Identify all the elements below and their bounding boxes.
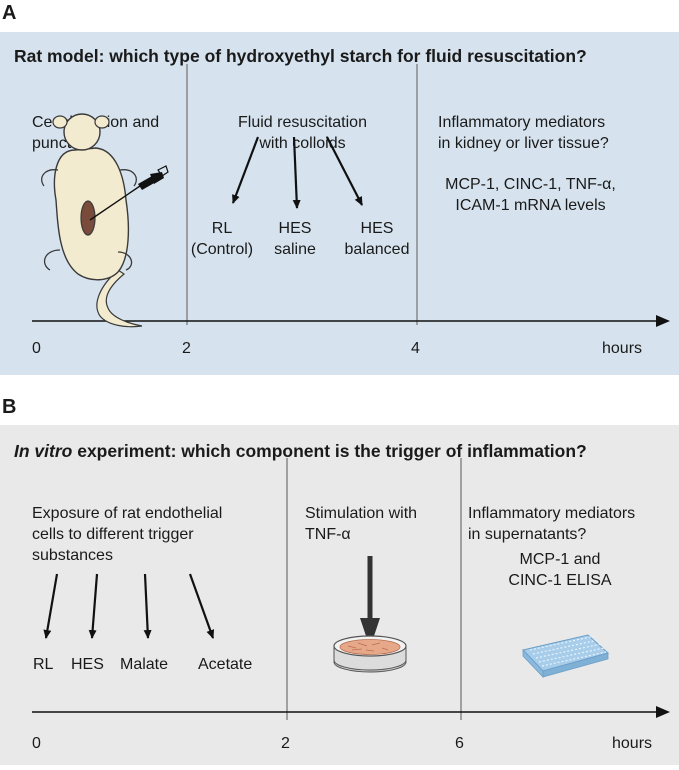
- panel-a-phase3-label: Inflammatory mediators in kidney or live…: [438, 114, 609, 152]
- panel-b-title-rest: experiment: which component is the trigg…: [72, 441, 587, 461]
- panel-a-phase2-label: Fluid resuscitation with colloids: [238, 114, 367, 152]
- axis-b-unit: hours: [612, 735, 653, 752]
- panel-a-letter: A: [2, 2, 17, 24]
- panel-b-letter: B: [2, 396, 17, 418]
- panel-b-phase2-label: Stimulation with TNF-α: [305, 505, 418, 543]
- mediators-mrna-label: MCP-1, CINC-1, TNF-α, ICAM-1 mRNA levels: [445, 176, 616, 214]
- panel-a-title: Rat model: which type of hydroxyethyl st…: [14, 46, 587, 66]
- substance-hes-label: HES: [71, 656, 104, 673]
- tick-a-2: 2: [182, 340, 191, 357]
- substance-acetate-label: Acetate: [198, 656, 253, 673]
- group-hes-balanced-label: HES balanced: [344, 220, 410, 258]
- tick-b-6: 6: [455, 735, 464, 752]
- panel-a-phase1-label: Cecal ligation and puncture: [32, 114, 160, 152]
- panel-b-phase3-label: Inflammatory mediators in supernatants?: [468, 505, 636, 543]
- group-rl-label: RL (Control): [190, 220, 254, 258]
- group-hes-saline-label: HES saline: [274, 220, 316, 258]
- panel-a: Rat model: which type of hydroxyethyl st…: [0, 32, 679, 375]
- tick-b-0: 0: [32, 735, 41, 752]
- panel-b-title-italic: In vitro: [14, 441, 73, 461]
- panel-b: In vitro experiment: which component is …: [0, 425, 679, 765]
- tick-b-2: 2: [281, 735, 290, 752]
- substance-rl-label: RL: [33, 656, 54, 673]
- axis-a-unit: hours: [602, 340, 643, 357]
- substance-malate-label: Malate: [120, 656, 169, 673]
- tick-a-0: 0: [32, 340, 41, 357]
- elisa-label: MCP-1 and CINC-1 ELISA: [508, 551, 612, 589]
- tick-a-4: 4: [411, 340, 420, 357]
- panel-b-title: In vitro experiment: which component is …: [14, 441, 587, 462]
- panel-b-phase1-label: Exposure of rat endothelial cells to dif…: [32, 505, 223, 564]
